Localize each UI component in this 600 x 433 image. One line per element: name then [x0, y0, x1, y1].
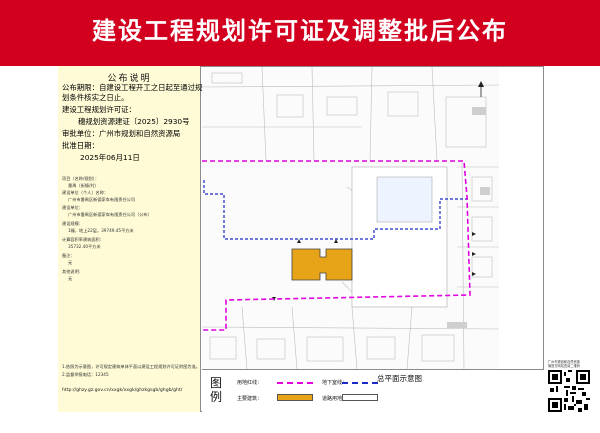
detail-line: 广州市番禺区新德家车有限责任公司（公布）: [68, 212, 152, 217]
legend-swatch-site-line: [277, 382, 313, 384]
legend-panel: 图例 总平面示意图 用地红线： 地下室线： 主要建筑： 道路用地：: [202, 369, 544, 412]
notice-heading: 公布说明: [107, 74, 152, 84]
legend-label-basement-line: 地下室线：: [322, 380, 348, 386]
legend-title: 图例: [210, 376, 223, 404]
notice-panel: 公布说明 公布期限：自建设工程开工之日起至通过规 划条件核实之日止。 建设工程规…: [58, 66, 203, 412]
detail-line: 无: [68, 276, 73, 281]
detail-line: 建设单位（个人）名称：: [62, 190, 109, 195]
detail-line: 广州市番禺区新德家车有限责任公司: [68, 197, 136, 202]
entrance-arrow-icon: [472, 272, 476, 276]
date-label: 批准日期：: [62, 141, 99, 150]
period-text-1: 自建设工程开工之日起至通过规: [98, 83, 203, 92]
title-banner: 建设工程规划许可证及调整批后公布: [0, 0, 600, 66]
plan-caption: 总平面示意图: [377, 374, 422, 383]
detail-line: 项目（名称/规划）：: [62, 176, 100, 181]
permit-label: 建设工程规划许可证：: [62, 105, 136, 114]
detail-line: 建设规模：: [62, 221, 83, 226]
map-marker-group: [272, 232, 476, 301]
north-arrow-icon: [478, 81, 484, 97]
page-title: 建设工程规划许可证及调整批后公布: [92, 17, 508, 45]
note-line: 1.依照为示意图，许可规定建筑单体平面以建设工程规划许可证附图为准。: [62, 364, 200, 369]
detail-line: 建设单位：: [62, 205, 83, 210]
detail-line: 备注：: [62, 253, 75, 258]
entrance-arrow-icon: [297, 239, 301, 243]
qr-code-icon[interactable]: [548, 370, 590, 412]
detail-line: 35732.40平方米: [68, 244, 101, 249]
site-boundary-line: [202, 160, 471, 331]
qr-caption-1: 广州市规划和自然资源: [548, 360, 580, 364]
basement-line: [203, 180, 470, 240]
detail-line: 番禺（街镇/村）: [68, 183, 99, 188]
detail-line: 计算容积率建筑面积：: [62, 237, 104, 242]
entrance-arrow-icon: [472, 252, 476, 256]
legend-swatch-building: [277, 394, 313, 401]
main-building: [291, 248, 353, 281]
period-text-2: 划条件核实之日止。: [62, 93, 129, 102]
detail-line: 1幢，地上22层，39749.45平方米: [68, 228, 134, 233]
notice-url[interactable]: http://ghzy.gz.gov.cn/xxgk/xxgk/ghzkgsgb…: [62, 388, 183, 393]
entrance-arrow-icon: [472, 232, 476, 236]
detail-line: 其他说明：: [62, 269, 83, 274]
legend-swatch-basement-line: [342, 382, 378, 384]
qr-caption-2: 局官方网站查阅二维码: [548, 364, 580, 368]
note-line: 2.监督举报电话：12345: [62, 372, 109, 377]
legend-swatch-road: [342, 394, 378, 401]
road-land: [351, 166, 448, 308]
approver-value: 广州市规划和自然资源局: [98, 129, 181, 138]
legend-label-building: 主要建筑：: [237, 396, 263, 402]
detail-line: 无: [68, 260, 73, 265]
nearby-blocks: [447, 107, 490, 328]
entrance-arrow-icon: [334, 239, 338, 243]
approver-label: 审批单位：: [62, 129, 99, 138]
qr-area: 广州市规划和自然资源 局官方网站查阅二维码: [544, 360, 600, 412]
legend-label-road: 道路用地：: [322, 396, 348, 402]
site-plan-map: [202, 67, 499, 369]
permit-number: 穗规划资源建证〔2025〕2930号: [78, 117, 190, 126]
legend-label-site-line: 用地红线：: [237, 380, 263, 386]
site-plan-drawing: [202, 67, 499, 369]
period-label: 公布期限：: [62, 83, 99, 92]
date-value: 2025年06月11日: [80, 153, 140, 162]
